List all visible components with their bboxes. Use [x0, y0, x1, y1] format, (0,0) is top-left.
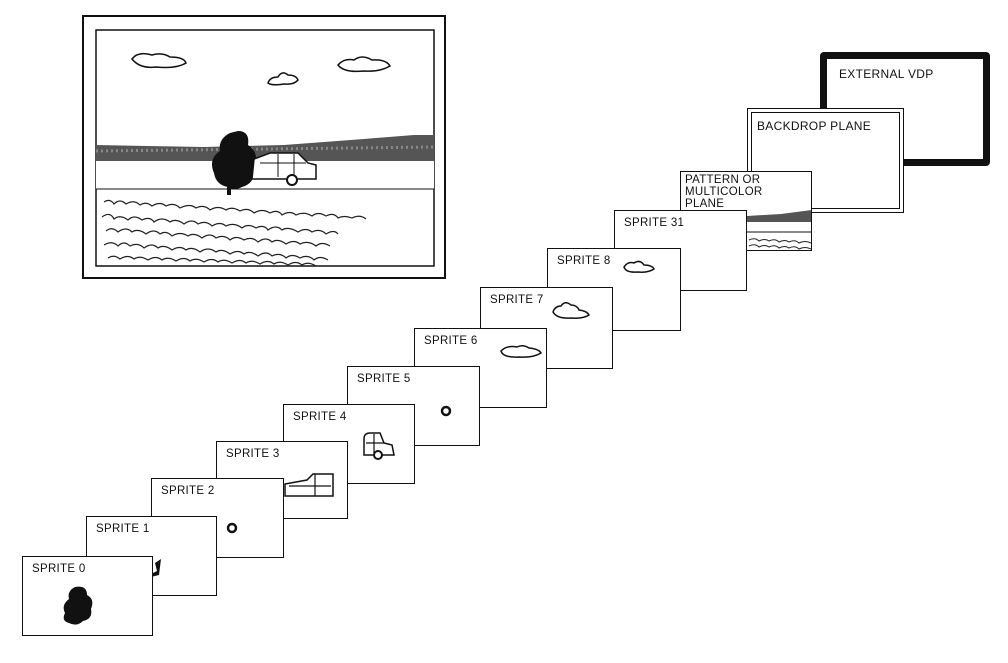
car-front-icon — [284, 473, 334, 497]
cloud-icon — [552, 302, 590, 319]
cloud-icon — [337, 56, 392, 73]
sprite-4-label: SPRITE 4 — [293, 411, 347, 423]
sprite-1-label: SPRITE 1 — [96, 523, 150, 535]
backdrop-plane-layer: BACKDROP PLANE — [747, 108, 904, 213]
sprite-2-illustration — [226, 522, 238, 534]
sprite-0-label: SPRITE 0 — [32, 563, 86, 575]
sprite-8-label: SPRITE 8 — [557, 255, 611, 267]
sprite-3-label: SPRITE 3 — [226, 448, 280, 460]
sprite-5-label: SPRITE 5 — [357, 373, 411, 385]
sprite-4-illustration — [363, 432, 395, 460]
sprite-7-illustration — [552, 302, 590, 319]
external-vdp-label: EXTERNAL VDP — [839, 67, 934, 81]
sprite-2-label: SPRITE 2 — [161, 485, 215, 497]
sprite-0-illustration — [63, 586, 93, 625]
sprite-6-illustration — [500, 344, 542, 358]
cloud-icon — [131, 52, 187, 69]
sprite-6-label: SPRITE 6 — [424, 335, 478, 347]
sprite-3-illustration — [284, 473, 334, 497]
sprite-31-label: SPRITE 31 — [624, 217, 685, 229]
sprite-0-layer: SPRITE 0 — [22, 556, 153, 636]
wheel-icon — [226, 522, 238, 534]
car-rear-icon — [363, 432, 395, 460]
tree-icon — [63, 586, 93, 625]
sprite-1-illustration — [151, 559, 161, 577]
cloud-icon — [267, 72, 299, 86]
backdrop-plane-inner-border — [751, 112, 900, 209]
sprite-8-illustration — [623, 260, 655, 273]
composite-scene-illustration — [95, 29, 435, 267]
sprite-7-label: SPRITE 7 — [490, 294, 544, 306]
pattern-plane-illustration — [747, 210, 811, 250]
composite-scene — [82, 15, 446, 279]
cloud-icon — [623, 260, 655, 273]
cloud-icon — [500, 344, 542, 358]
sprite-5-illustration — [440, 405, 452, 417]
pattern-plane-label: PATTERN OR MULTICOLOR PLANE — [685, 174, 763, 210]
tree-trunk-icon — [151, 559, 161, 577]
backdrop-plane-label: BACKDROP PLANE — [757, 119, 872, 133]
wheel-icon — [440, 405, 452, 417]
